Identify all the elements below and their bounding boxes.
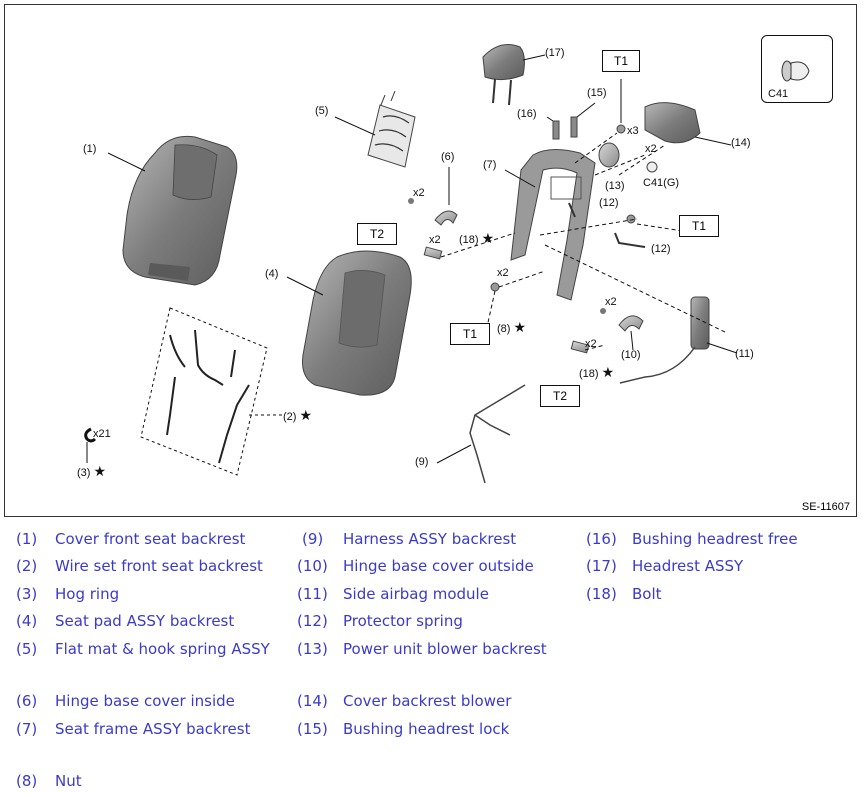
hinge-cover-outside-part <box>600 308 644 332</box>
callout-17: (17) <box>545 47 565 59</box>
c41-clip-icon <box>781 60 810 82</box>
callout-9: (9) <box>415 456 429 468</box>
callout-11: (11) <box>735 348 754 360</box>
figure-id: SE-11607 <box>801 501 850 513</box>
torque-box-t2-bottom: T2 <box>540 385 580 407</box>
torque-box-t1-top: T1 <box>602 50 640 72</box>
callout-16: (16) <box>517 108 537 120</box>
callout-5: (5) <box>315 105 329 117</box>
quantity-x3: x3 <box>627 125 639 137</box>
assembly-lines <box>440 132 728 351</box>
quantity-x2-hinge-outside: x2 <box>605 296 617 308</box>
exploded-diagram: (1) (2)★ (3)★ x21 (4) (5) (6) (7) (8)★ (… <box>4 4 857 517</box>
seat-pad-part <box>302 250 412 396</box>
quantity-x2-hinge-inside: x2 <box>413 187 425 199</box>
c41-clip-box: C41 <box>761 35 833 103</box>
quantity-x2-bolt-b: x2 <box>585 338 597 350</box>
harness-part <box>469 384 526 484</box>
callout-7: (7) <box>483 159 497 171</box>
callout-15: (15) <box>587 87 607 99</box>
side-airbag-part <box>619 296 710 384</box>
callout-12a: (12) <box>599 197 619 209</box>
headrest-part <box>482 44 525 106</box>
clip-label-c41: C41 <box>768 88 789 100</box>
callout-13: (13) <box>605 180 625 192</box>
callout-3: (3)★ <box>77 463 107 479</box>
protector-spring-part <box>568 202 646 248</box>
quantity-x2-nut: x2 <box>497 267 509 279</box>
quantity-x21: x21 <box>93 428 111 440</box>
callout-18a: (18)★ <box>459 230 495 246</box>
callout-14: (14) <box>731 137 751 149</box>
callout-10: (10) <box>621 349 641 361</box>
bolt-part <box>423 246 590 354</box>
clip-label-c41g: C41(G) <box>643 177 680 189</box>
hog-ring-part <box>84 427 97 463</box>
callout-18b: (18)★ <box>579 364 615 380</box>
torque-box-t1-right: T1 <box>679 215 719 237</box>
callout-12b: (12) <box>651 243 671 255</box>
wire-set-part <box>140 307 268 476</box>
callout-1: (1) <box>83 143 97 155</box>
quantity-x2-clip: x2 <box>645 143 657 155</box>
torque-box-t1-bottom: T1 <box>450 323 490 345</box>
bushings-part <box>552 116 578 140</box>
cover-front-seat-backrest-part <box>122 135 238 286</box>
hinge-cover-inside-part <box>408 198 458 226</box>
quantity-x2-bolt-a: x2 <box>429 234 441 246</box>
seat-frame-part <box>510 149 596 301</box>
callout-4: (4) <box>265 268 279 280</box>
flat-mat-spring-part <box>367 90 416 168</box>
callout-6: (6) <box>441 151 455 163</box>
callout-2: (2)★ <box>283 407 313 423</box>
callout-8: (8)★ <box>497 319 527 335</box>
diagram-artwork <box>84 44 810 484</box>
torque-box-t2-left: T2 <box>357 223 397 245</box>
cover-blower-part <box>644 102 701 144</box>
